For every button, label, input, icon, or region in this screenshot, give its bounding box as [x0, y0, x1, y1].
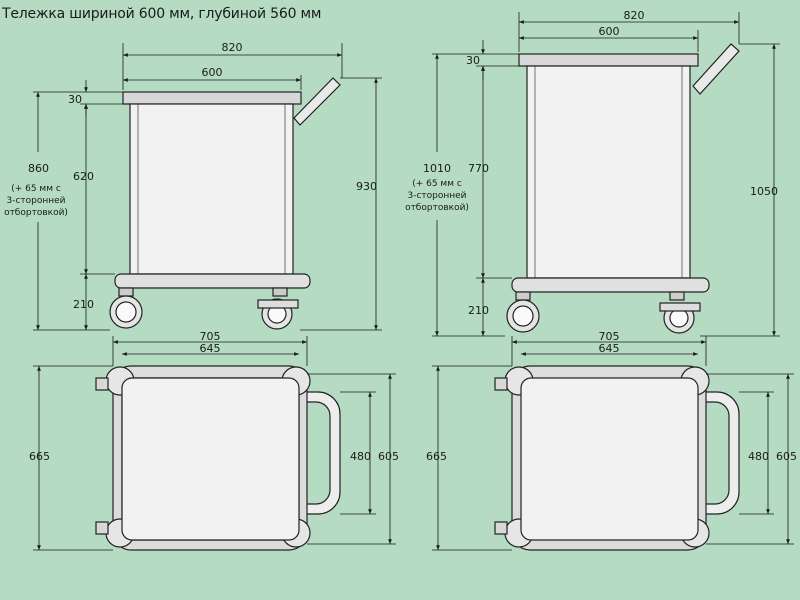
dim-width-inner: 645 — [200, 342, 221, 355]
dim-width-overall: 705 — [599, 330, 620, 343]
height-note-line-3: отбортовкой) — [405, 203, 469, 213]
caster-stub-icon — [494, 377, 508, 391]
top-view-right: 705 645 665 480 605 — [426, 330, 797, 551]
caster-stub-icon — [494, 521, 508, 535]
dim-handle-span: 480 — [350, 450, 371, 463]
dim-width-overall: 820 — [624, 9, 645, 22]
dim-handle-span: 480 — [748, 450, 769, 463]
dim-height-with-handle: 1050 — [750, 185, 778, 198]
dim-depth-inner: 605 — [378, 450, 399, 463]
dim-top-thickness: 30 — [466, 54, 480, 67]
height-note-line-1: (+ 65 мм с — [412, 179, 462, 189]
caster-stub-icon — [95, 521, 109, 535]
push-handle — [692, 43, 740, 95]
dim-height-total: 860 — [28, 162, 49, 175]
page-title: Тележка шириной 600 мм, глубиной 560 мм — [2, 6, 322, 22]
dim-height-with-handle: 930 — [356, 180, 377, 193]
dim-height-base: 210 — [73, 298, 94, 311]
dim-top-thickness: 30 — [68, 93, 82, 106]
dim-depth-inner: 605 — [776, 450, 797, 463]
dim-depth-overall: 665 — [426, 450, 447, 463]
front-view-left: 820 600 30 860 (+ 65 мм с 3-сторонней от… — [4, 41, 382, 331]
dim-height-body: 770 — [468, 162, 489, 175]
dim-height-body: 620 — [73, 170, 94, 183]
caster-wheel-icon — [109, 295, 143, 329]
dim-width-top: 600 — [202, 66, 223, 79]
dim-width-top: 600 — [599, 25, 620, 38]
caster-wheel-icon — [506, 299, 540, 333]
height-note-line-2: 3-сторонней — [6, 196, 65, 206]
dim-width-overall: 705 — [200, 330, 221, 343]
cart-body — [526, 65, 691, 279]
dim-height-base: 210 — [468, 304, 489, 317]
height-note-line-2: 3-сторонней — [407, 191, 466, 201]
tray-inner — [520, 377, 699, 541]
push-handle — [293, 77, 341, 126]
dim-width-inner: 645 — [599, 342, 620, 355]
height-note-line-3: отбортовкой) — [4, 208, 68, 218]
cart-base — [511, 277, 710, 293]
caster-stub-icon — [95, 377, 109, 391]
dim-depth-overall: 665 — [29, 450, 50, 463]
caster-wheel-icon — [659, 302, 701, 334]
dim-height-total: 1010 — [423, 162, 451, 175]
cart-top-plate — [122, 91, 302, 105]
dim-width-overall: 820 — [222, 41, 243, 54]
height-note-line-1: (+ 65 мм с — [11, 184, 61, 194]
cart-body — [129, 103, 294, 275]
front-view-right: 820 600 30 1010 (+ 65 мм с 3-сторонней о… — [405, 9, 780, 337]
cart-top-plate — [518, 53, 699, 67]
cart-base — [114, 273, 311, 289]
top-view-left: 705 645 665 480 605 — [29, 330, 399, 551]
caster-wheel-icon — [257, 298, 299, 330]
